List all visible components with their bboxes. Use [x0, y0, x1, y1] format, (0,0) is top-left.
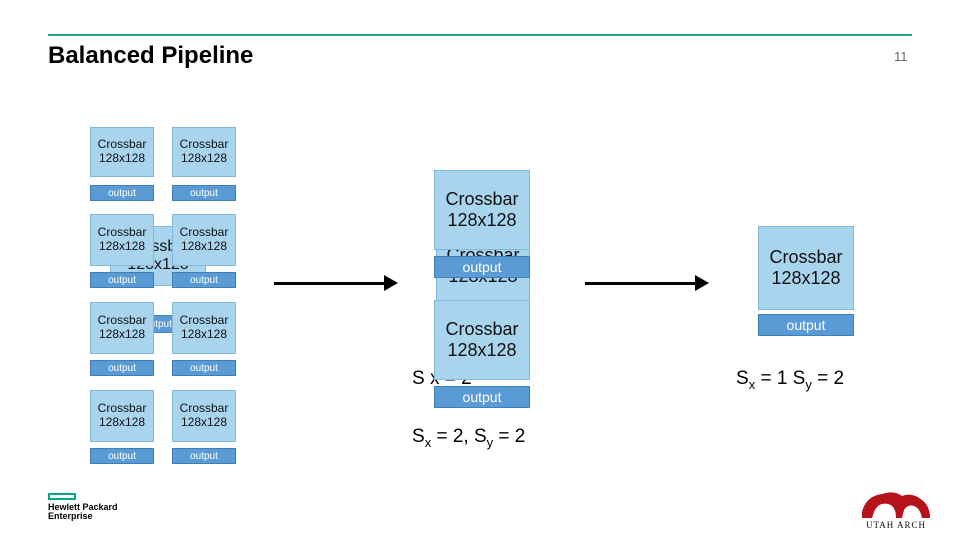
- output-bar: output: [90, 272, 154, 288]
- arrow-right-2: [585, 275, 709, 291]
- output-bar: output: [90, 360, 154, 376]
- output-bar: output: [434, 386, 530, 408]
- page-number: 11: [894, 49, 908, 64]
- arrow-right-1: [274, 275, 398, 291]
- middle-speedup-label: Sx = 2, Sy = 2: [412, 426, 526, 450]
- hpe-logo-text: Hewlett Packard Enterprise: [48, 502, 118, 522]
- utah-arch-text: UTAH ARCH: [865, 520, 927, 530]
- output-bar: output: [172, 272, 236, 288]
- hpe-logo: Hewlett Packard Enterprise: [48, 493, 118, 522]
- output-bar: output: [758, 314, 854, 336]
- title-rule: [48, 34, 912, 36]
- slide-title: Balanced Pipeline: [48, 42, 254, 69]
- output-bar: output: [90, 448, 154, 464]
- output-bar: output: [172, 360, 236, 376]
- right-speedup-label: Sx = 1 Sy = 2: [736, 368, 845, 392]
- output-bar: output: [90, 185, 154, 201]
- hpe-logo-bar: [48, 493, 76, 500]
- output-bar: output: [434, 256, 530, 278]
- arch-icon: [862, 492, 930, 518]
- output-bar: output: [172, 185, 236, 201]
- output-bar: output: [172, 448, 236, 464]
- utah-arch-logo: UTAH ARCH: [856, 486, 936, 532]
